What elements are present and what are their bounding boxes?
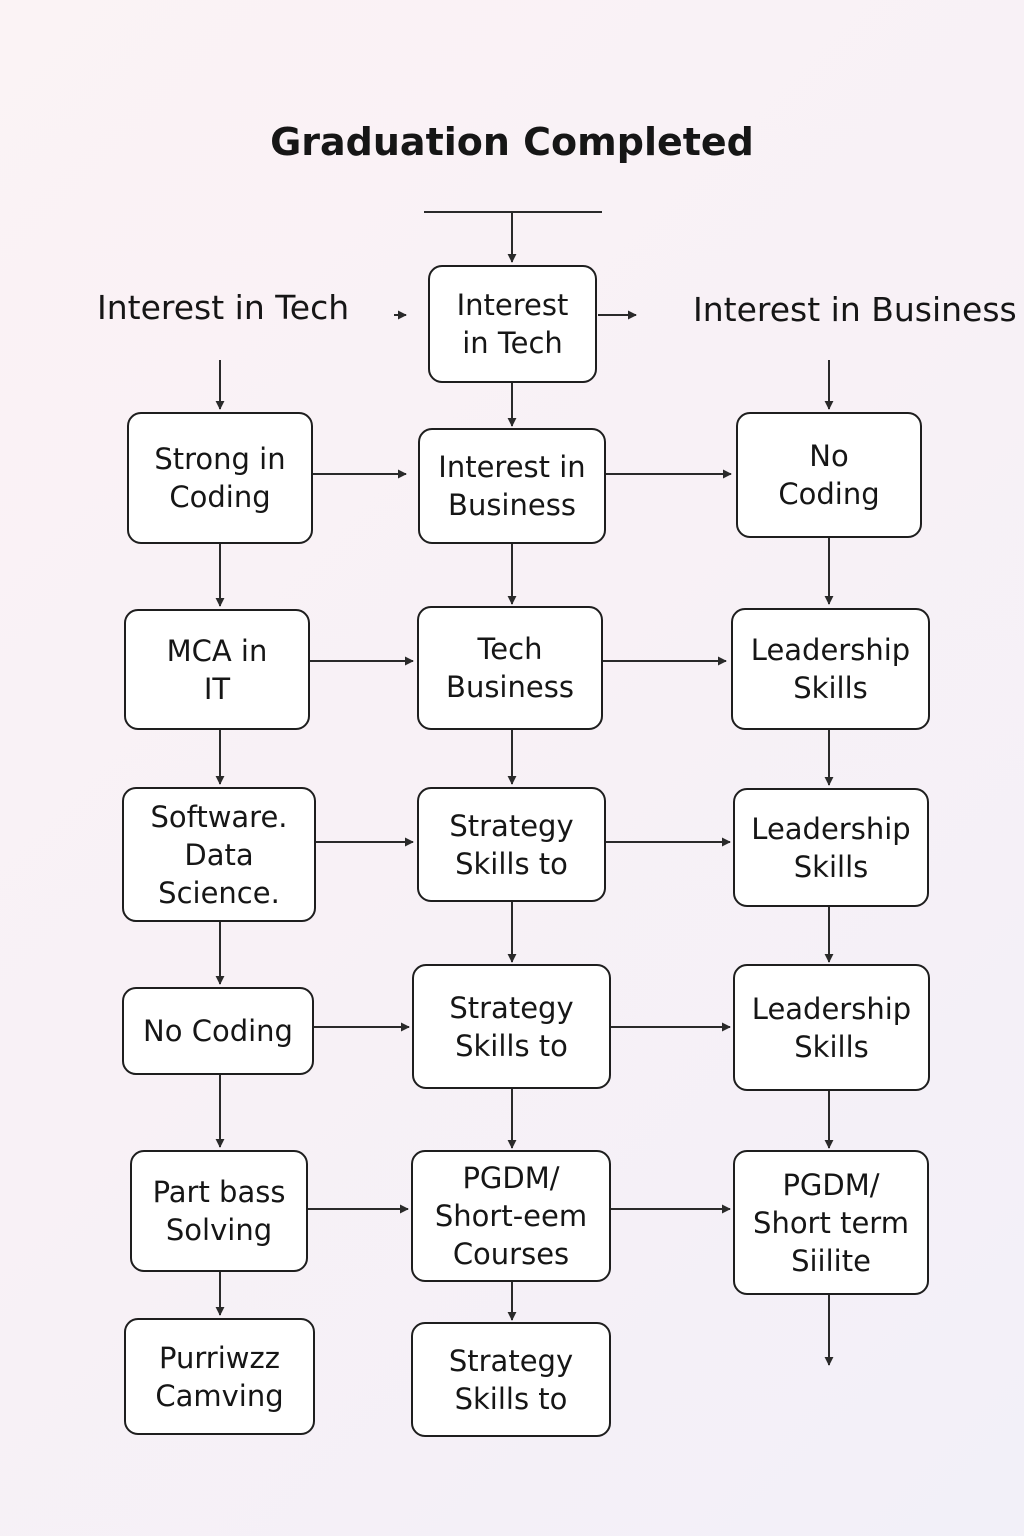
node-software-data-science: Software. Data Science. (122, 787, 316, 922)
node-no-coding-left: No Coding (122, 987, 314, 1075)
node-interest-in-business: Interest in Business (418, 428, 606, 544)
node-mca-in-it: MCA in IT (124, 609, 310, 730)
node-purriwzz-camving: Purriwzz Camving (124, 1318, 315, 1435)
node-top-interest-in-tech: Interest in Tech (428, 265, 597, 383)
node-pgdm-short-term-siilite: PGDM/ Short term Siilite (733, 1150, 929, 1295)
node-leadership-skills-3: Leadership Skills (733, 964, 930, 1091)
node-no-coding-right: No Coding (736, 412, 922, 538)
node-tech-business: Tech Business (417, 606, 603, 730)
node-strategy-skills-1: Strategy Skills to (417, 787, 606, 902)
node-leadership-skills-1: Leadership Skills (731, 608, 930, 730)
node-part-bass-solving: Part bass Solving (130, 1150, 308, 1272)
heading-interest-in-tech: Interest in Tech (97, 288, 350, 327)
heading-interest-in-business: Interest in Business (693, 290, 1017, 329)
node-leadership-skills-2: Leadership Skills (733, 788, 929, 907)
node-strategy-skills-2: Strategy Skills to (412, 964, 611, 1089)
node-strong-in-coding: Strong in Coding (127, 412, 313, 544)
diagram-title: Graduation Completed (270, 120, 754, 164)
node-strategy-skills-3: Strategy Skills to (411, 1322, 611, 1437)
node-pgdm-short-eem-courses: PGDM/ Short-eem Courses (411, 1150, 611, 1282)
